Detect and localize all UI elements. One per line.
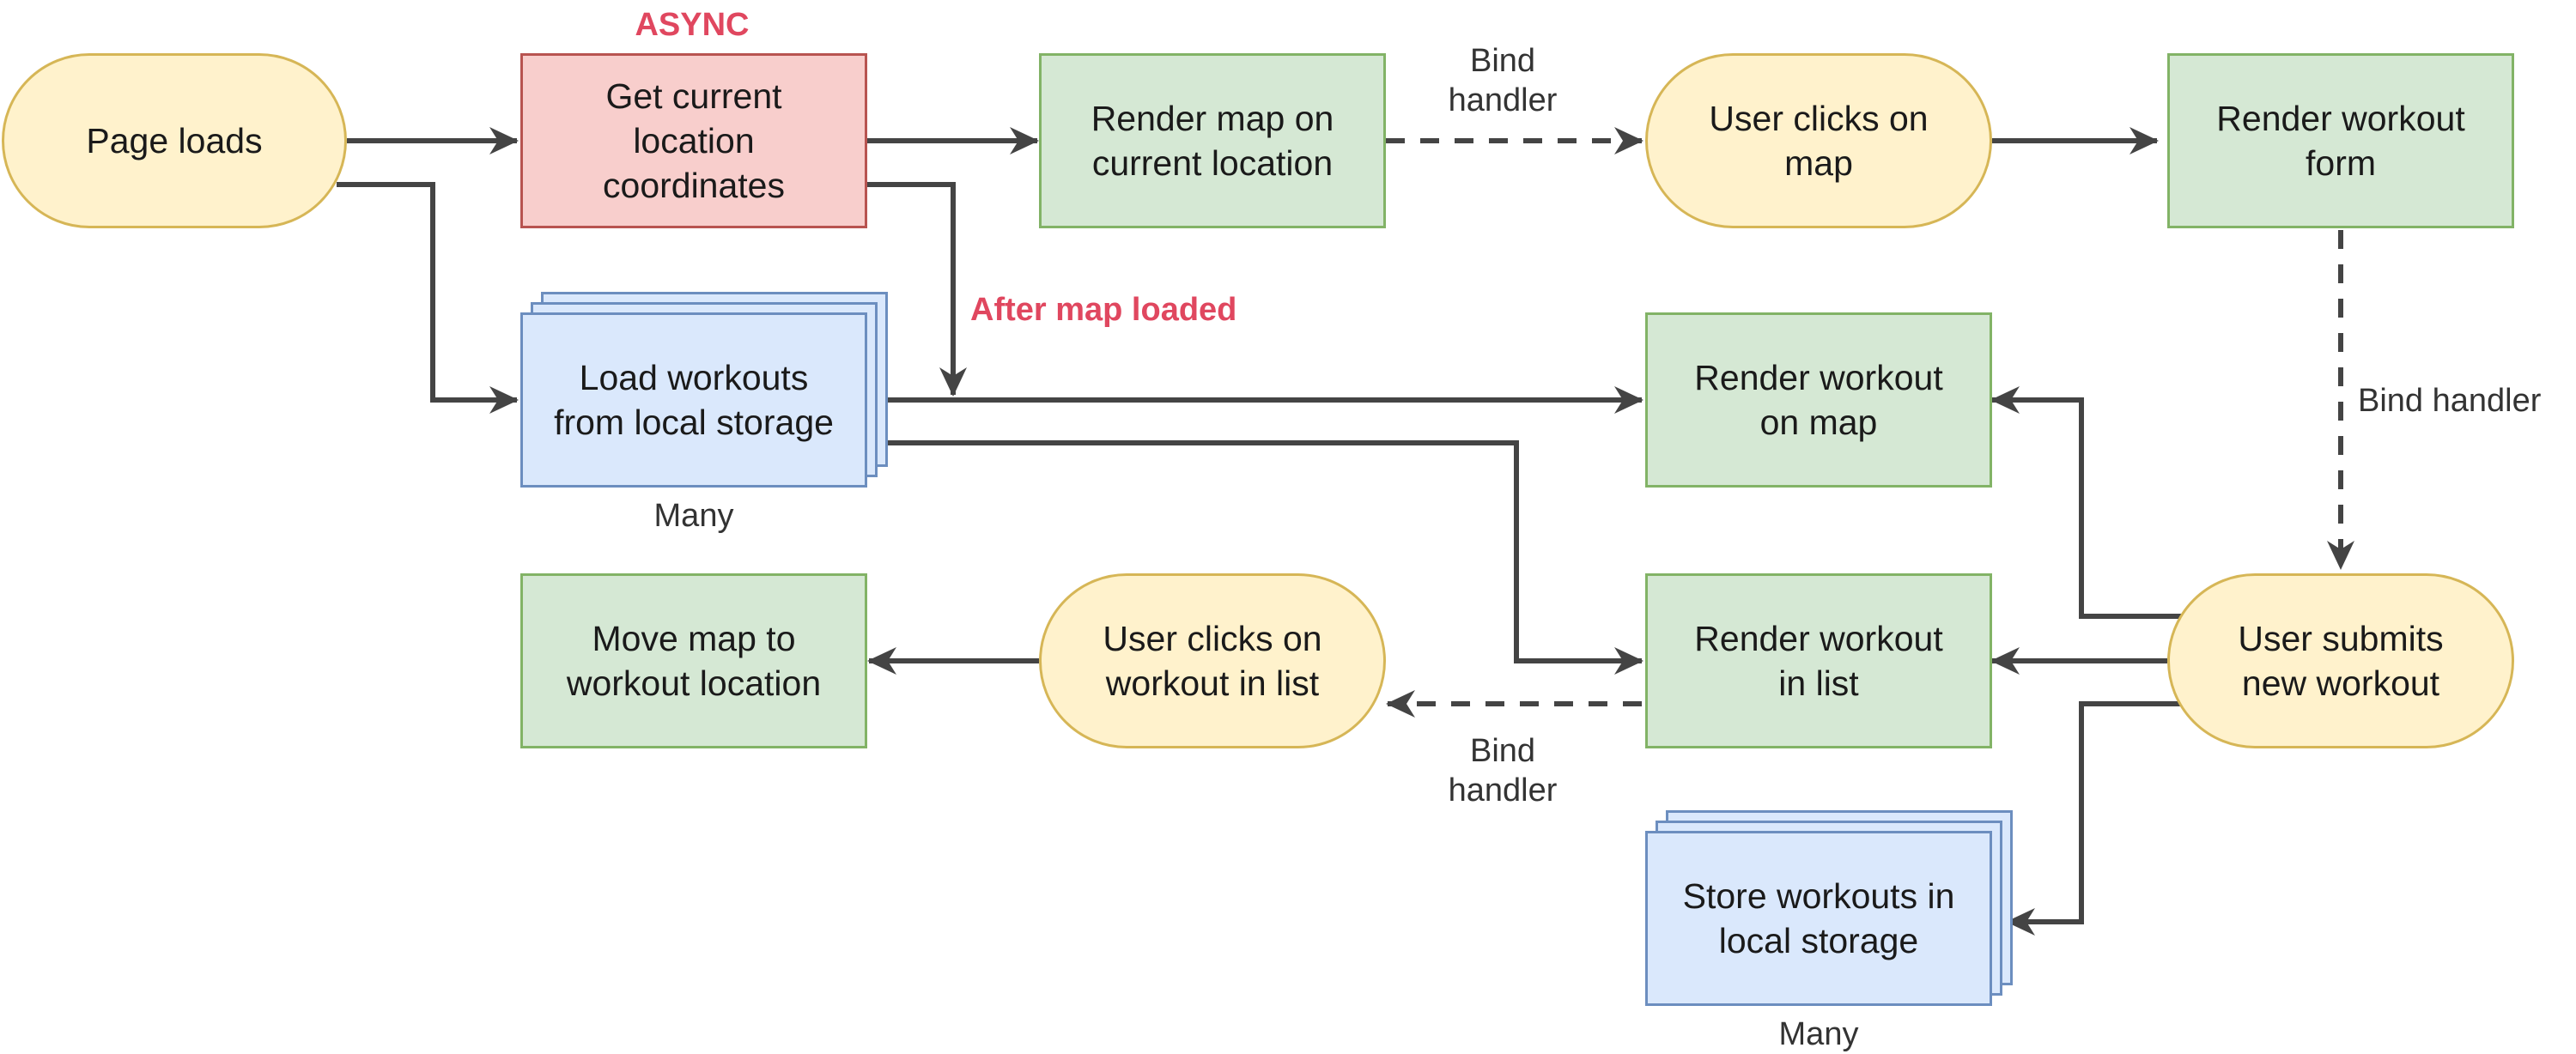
- node-user-clicks-workout-list: User clicks on workout in list: [1039, 573, 1386, 748]
- label-async: ASYNC: [635, 7, 750, 43]
- node-render-workout-on-map: Render workout on map: [1645, 312, 1992, 488]
- label-bind-handler-bottom: Bind handler: [1448, 733, 1558, 809]
- node-user-clicks-map: User clicks on map: [1645, 53, 1992, 228]
- arrow-loadworkouts-to-renderinlist: [867, 440, 1643, 675]
- label-many-load: Many: [653, 498, 734, 534]
- store-workouts-label: Store workouts in local storage: [1645, 831, 1992, 1006]
- arrow-usersubmits-to-storeworkouts: [2006, 701, 2181, 936]
- label-bind-handler-right: Bind handler: [2358, 383, 2542, 419]
- node-render-map: Render map on current location: [1039, 53, 1386, 228]
- node-get-current-location: Get current location coordinates: [520, 53, 867, 228]
- node-render-workout-form: Render workout form: [2167, 53, 2514, 228]
- load-workouts-label: Load workouts from local storage: [520, 312, 867, 488]
- node-page-loads: Page loads: [2, 53, 347, 228]
- label-after-map-loaded: After map loaded: [970, 292, 1237, 328]
- label-many-store: Many: [1778, 1016, 1859, 1052]
- node-user-submits-workout: User submits new workout: [2167, 573, 2514, 748]
- node-move-map: Move map to workout location: [520, 573, 867, 748]
- arrow-usersubmits-to-renderonmap: [1990, 386, 2181, 619]
- node-render-workout-in-list: Render workout in list: [1645, 573, 1992, 748]
- label-bind-handler-top: Bind handler: [1448, 43, 1558, 118]
- arrow-pageloads-to-loadworkouts: [337, 182, 519, 414]
- arrow-getlocation-after-map-loaded: [867, 182, 967, 397]
